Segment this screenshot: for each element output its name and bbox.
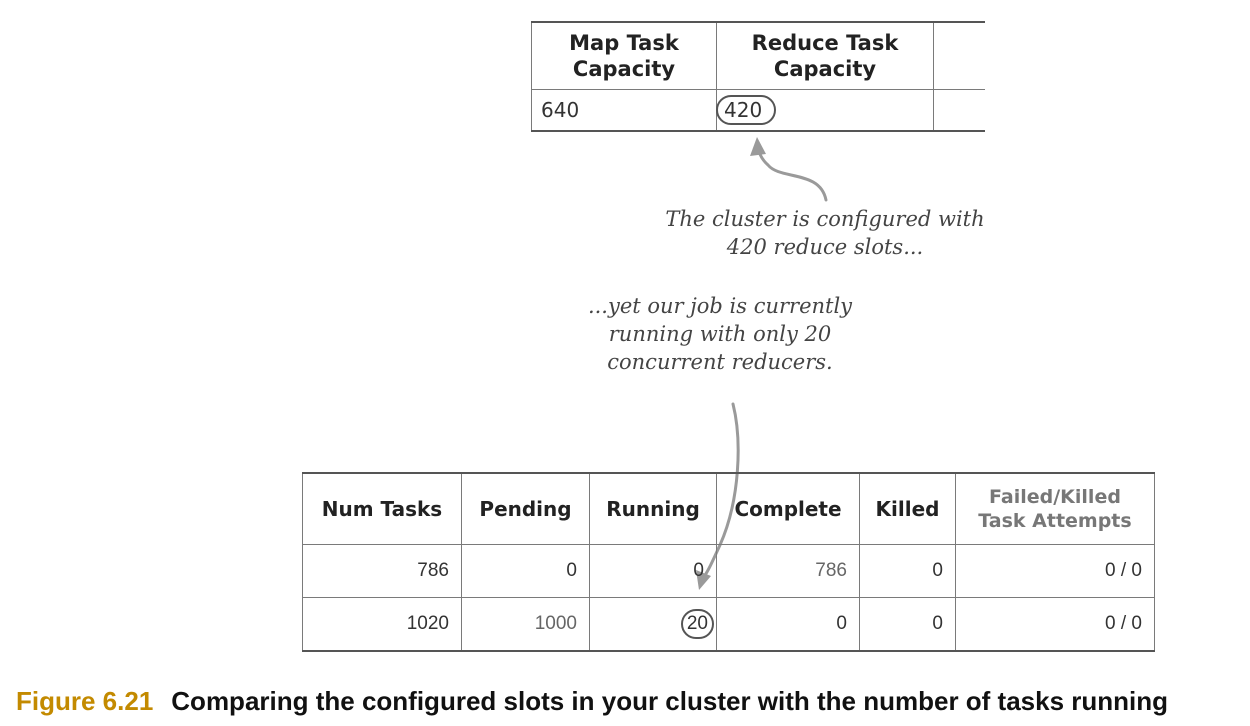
complete-cell: 786 [716,544,860,598]
job-note-line3: concurrent reducers. [607,350,833,374]
running-reducers-value: 20 [680,609,714,639]
num-tasks-header: Num Tasks [302,472,462,545]
capacity-table-stub [933,21,985,90]
capacity-header-row: Map Task Capacity Reduce Task Capacity [531,21,985,90]
pending-cell: 1000 [461,597,590,652]
failed-killed-header-line2: Task Attempts [978,510,1132,532]
reduce-capacity-header-line1: Reduce Task [751,31,899,55]
task-header-row: Num Tasks Pending Running Complete Kille… [302,472,1155,545]
reduce-capacity-header-line2: Capacity [773,57,877,81]
capacity-table-stub-cell [933,89,985,132]
reduce-capacity-cell: 420 [716,89,934,132]
failed-killed-header: Failed/Killed Task Attempts [955,472,1155,545]
failed-killed-header-line1: Failed/Killed [989,486,1121,508]
num-tasks-cell: 1020 [302,597,462,652]
killed-cell: 0 [859,544,956,598]
complete-cell: 0 [716,597,860,652]
figure-caption-text: Comparing the configured slots in your c… [171,686,1169,716]
capacity-value-row: 640 420 [531,89,985,132]
running-header: Running [589,472,717,545]
task-table: Num Tasks Pending Running Complete Kille… [302,472,1155,652]
table-row: 1020 1000 20 0 0 0 / 0 [302,597,1155,652]
map-capacity-value: 640 [531,89,717,132]
cluster-slots-note: The cluster is configured with 420 reduc… [660,205,990,261]
failed-killed-cell: 0 / 0 [955,544,1155,598]
arrowhead-reduce-capacity [750,137,766,156]
pending-header: Pending [461,472,590,545]
figure-label: Figure 6.21 [16,686,154,716]
job-reducers-note: ...yet our job is currently running with… [560,292,880,376]
num-tasks-cell: 786 [302,544,462,598]
capacity-table: Map Task Capacity Reduce Task Capacity 6… [531,21,985,132]
arrow-to-reduce-capacity [755,143,828,202]
cluster-note-line2: 420 reduce slots... [726,235,924,259]
job-note-line1: ...yet our job is currently [587,294,853,318]
map-capacity-header-line1: Map Task [569,31,679,55]
reduce-capacity-header: Reduce Task Capacity [716,21,934,90]
job-note-line2: running with only 20 [608,322,832,346]
complete-header: Complete [716,472,860,545]
figure-caption: Figure 6.21 Comparing the configured slot… [16,686,1246,717]
killed-cell: 0 [859,597,956,652]
map-capacity-header: Map Task Capacity [531,21,717,90]
running-cell: 0 [589,544,717,598]
pending-cell: 0 [461,544,590,598]
cluster-note-line1: The cluster is configured with [665,207,985,231]
killed-header: Killed [859,472,956,545]
reduce-capacity-value: 420 [716,95,777,125]
running-cell: 20 [589,597,717,652]
failed-killed-cell: 0 / 0 [955,597,1155,652]
table-row: 786 0 0 786 0 0 / 0 [302,544,1155,598]
map-capacity-header-line2: Capacity [572,57,676,81]
